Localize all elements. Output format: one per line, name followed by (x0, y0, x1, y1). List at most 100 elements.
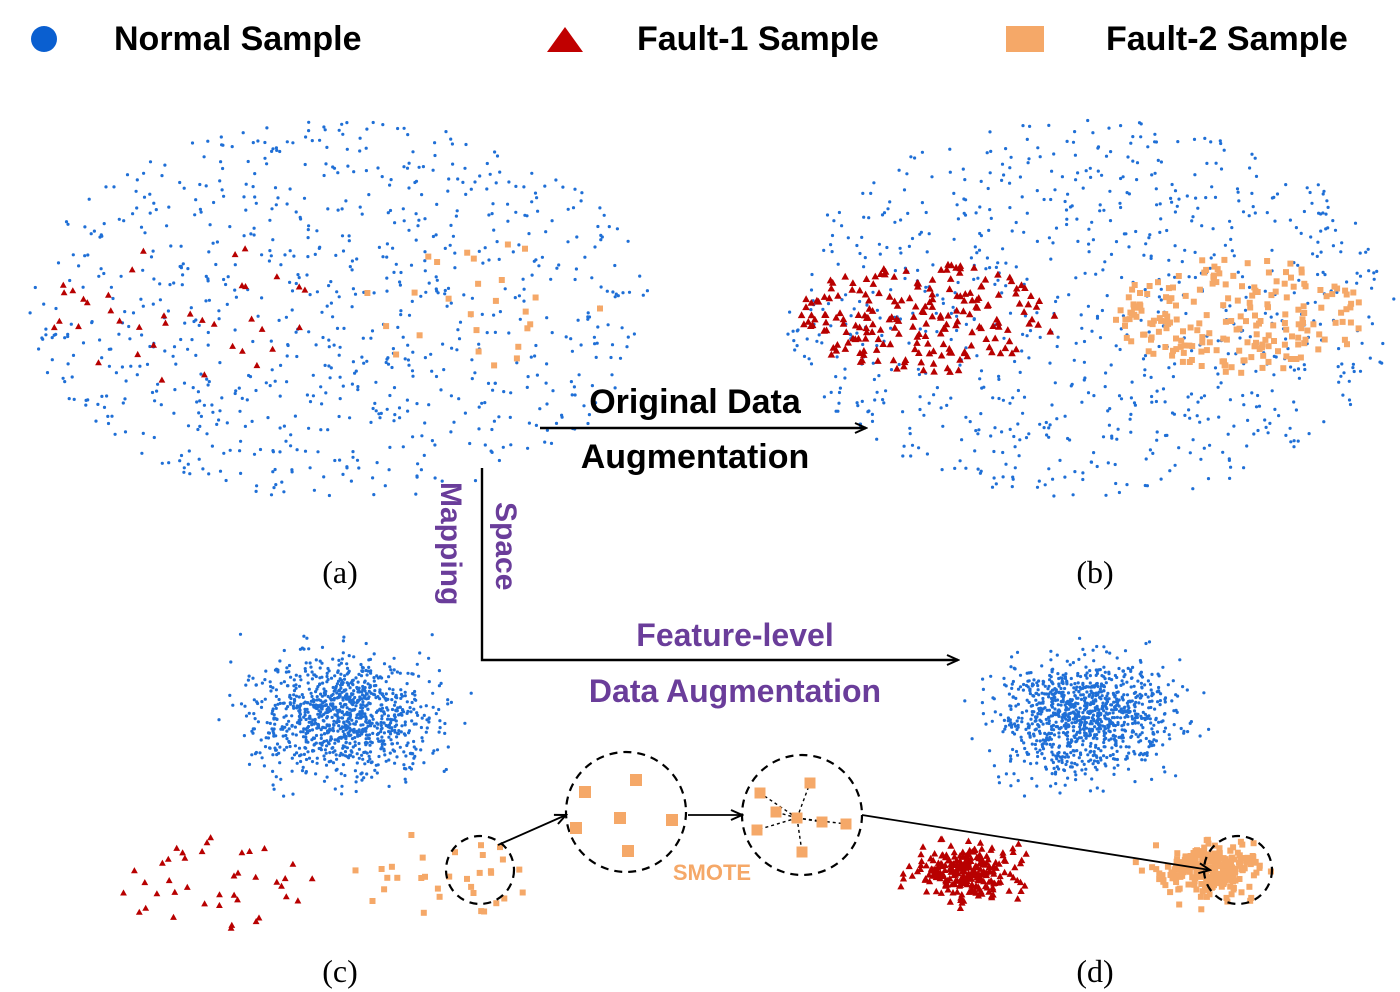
fault2-sample-point (1177, 343, 1184, 350)
normal-sample-point (380, 735, 384, 739)
normal-sample-point (1137, 701, 1141, 705)
normal-sample-point (325, 707, 329, 711)
normal-sample-point (1041, 696, 1045, 701)
fault1-sample-point (942, 876, 950, 883)
normal-sample-point (1143, 368, 1147, 372)
fault2-sample-point (1252, 858, 1259, 865)
normal-sample-point (390, 707, 395, 712)
fault1-sample-point (939, 324, 948, 332)
normal-sample-point (1272, 195, 1276, 199)
fault2-sample-point (1341, 336, 1348, 343)
normal-sample-point (293, 744, 297, 748)
normal-sample-point (273, 186, 278, 190)
normal-sample-point (367, 695, 371, 699)
normal-sample-point (1113, 757, 1117, 761)
fault1-sample-point (296, 324, 303, 331)
normal-sample-point (1027, 700, 1031, 705)
fault2-sample-point (1126, 316, 1133, 323)
normal-sample-point (365, 733, 370, 737)
normal-sample-point (309, 720, 313, 724)
normal-sample-point (256, 720, 260, 724)
normal-sample-point (333, 738, 337, 742)
normal-sample-point (1116, 702, 1120, 707)
normal-sample-point (83, 254, 87, 258)
normal-sample-point (431, 234, 435, 239)
normal-sample-point (385, 289, 389, 293)
normal-sample-point (1103, 727, 1107, 731)
normal-sample-point (1132, 684, 1136, 688)
normal-sample-point (1171, 375, 1175, 379)
normal-sample-point (1157, 674, 1161, 678)
normal-sample-point (454, 214, 458, 218)
fault1-sample-point (834, 292, 842, 299)
normal-sample-point (224, 282, 228, 287)
normal-sample-point (931, 263, 935, 267)
normal-sample-point (345, 672, 349, 676)
normal-sample-point (1050, 750, 1054, 754)
normal-sample-point (974, 211, 978, 215)
normal-sample-point (425, 718, 429, 722)
fault2-sample-point (1280, 365, 1287, 372)
fault1-sample-point (946, 898, 954, 905)
normal-sample-point (348, 686, 352, 690)
normal-sample-point (290, 289, 295, 293)
normal-sample-point (186, 267, 190, 271)
normal-sample-point (1016, 723, 1020, 728)
normal-sample-point (83, 225, 87, 229)
normal-sample-point (920, 201, 925, 205)
normal-sample-point (1100, 674, 1104, 678)
normal-sample-point (1141, 726, 1145, 730)
normal-sample-point (424, 730, 428, 734)
normal-sample-point (380, 692, 384, 697)
normal-sample-point (1030, 776, 1034, 781)
normal-sample-point (477, 342, 481, 346)
normal-sample-point (315, 761, 319, 765)
normal-sample-point (534, 343, 538, 348)
normal-sample-point (71, 353, 76, 357)
normal-sample-point (1347, 398, 1352, 402)
normal-sample-point (345, 666, 350, 671)
normal-sample-point (68, 278, 72, 283)
normal-sample-point (1025, 698, 1029, 702)
normal-sample-point (1044, 738, 1048, 742)
normal-sample-point (599, 285, 603, 289)
normal-sample-point (1079, 723, 1083, 727)
normal-sample-point (206, 343, 210, 347)
normal-sample-point (350, 305, 354, 309)
normal-sample-point (422, 713, 426, 718)
fault1-sample-point (1004, 326, 1012, 333)
normal-sample-point (1065, 759, 1069, 764)
normal-sample-point (611, 290, 615, 294)
normal-sample-point (372, 652, 376, 656)
normal-sample-point (359, 714, 363, 718)
normal-sample-point (1143, 483, 1147, 488)
fault1-sample-point (969, 868, 977, 875)
fault1-sample-point (995, 322, 1003, 330)
normal-sample-point (1001, 475, 1005, 479)
normal-sample-point (320, 402, 324, 406)
fault1-sample-point (936, 313, 945, 321)
normal-sample-point (316, 712, 320, 716)
normal-sample-point (1309, 235, 1313, 239)
normal-sample-point (1017, 716, 1021, 720)
normal-sample-point (66, 334, 70, 339)
normal-sample-point (290, 756, 294, 760)
normal-sample-point (1337, 380, 1341, 384)
fault2-sample-point (478, 908, 485, 915)
normal-sample-point (1115, 437, 1119, 441)
fault1-sample-point (981, 861, 989, 868)
normal-sample-point (315, 687, 319, 691)
normal-sample-point (1120, 275, 1124, 280)
normal-sample-point (1190, 219, 1194, 223)
normal-sample-point (264, 381, 268, 385)
normal-sample-point (325, 145, 329, 149)
normal-sample-point (993, 282, 997, 286)
normal-sample-point (593, 245, 597, 249)
normal-sample-point (355, 775, 359, 779)
normal-sample-point (1010, 485, 1014, 489)
fault2-sample-point (497, 844, 503, 851)
smote-link-line (756, 817, 798, 831)
fault1-sample-point (953, 856, 961, 864)
normal-sample-point (1057, 759, 1061, 763)
normal-sample-point (1322, 420, 1326, 424)
